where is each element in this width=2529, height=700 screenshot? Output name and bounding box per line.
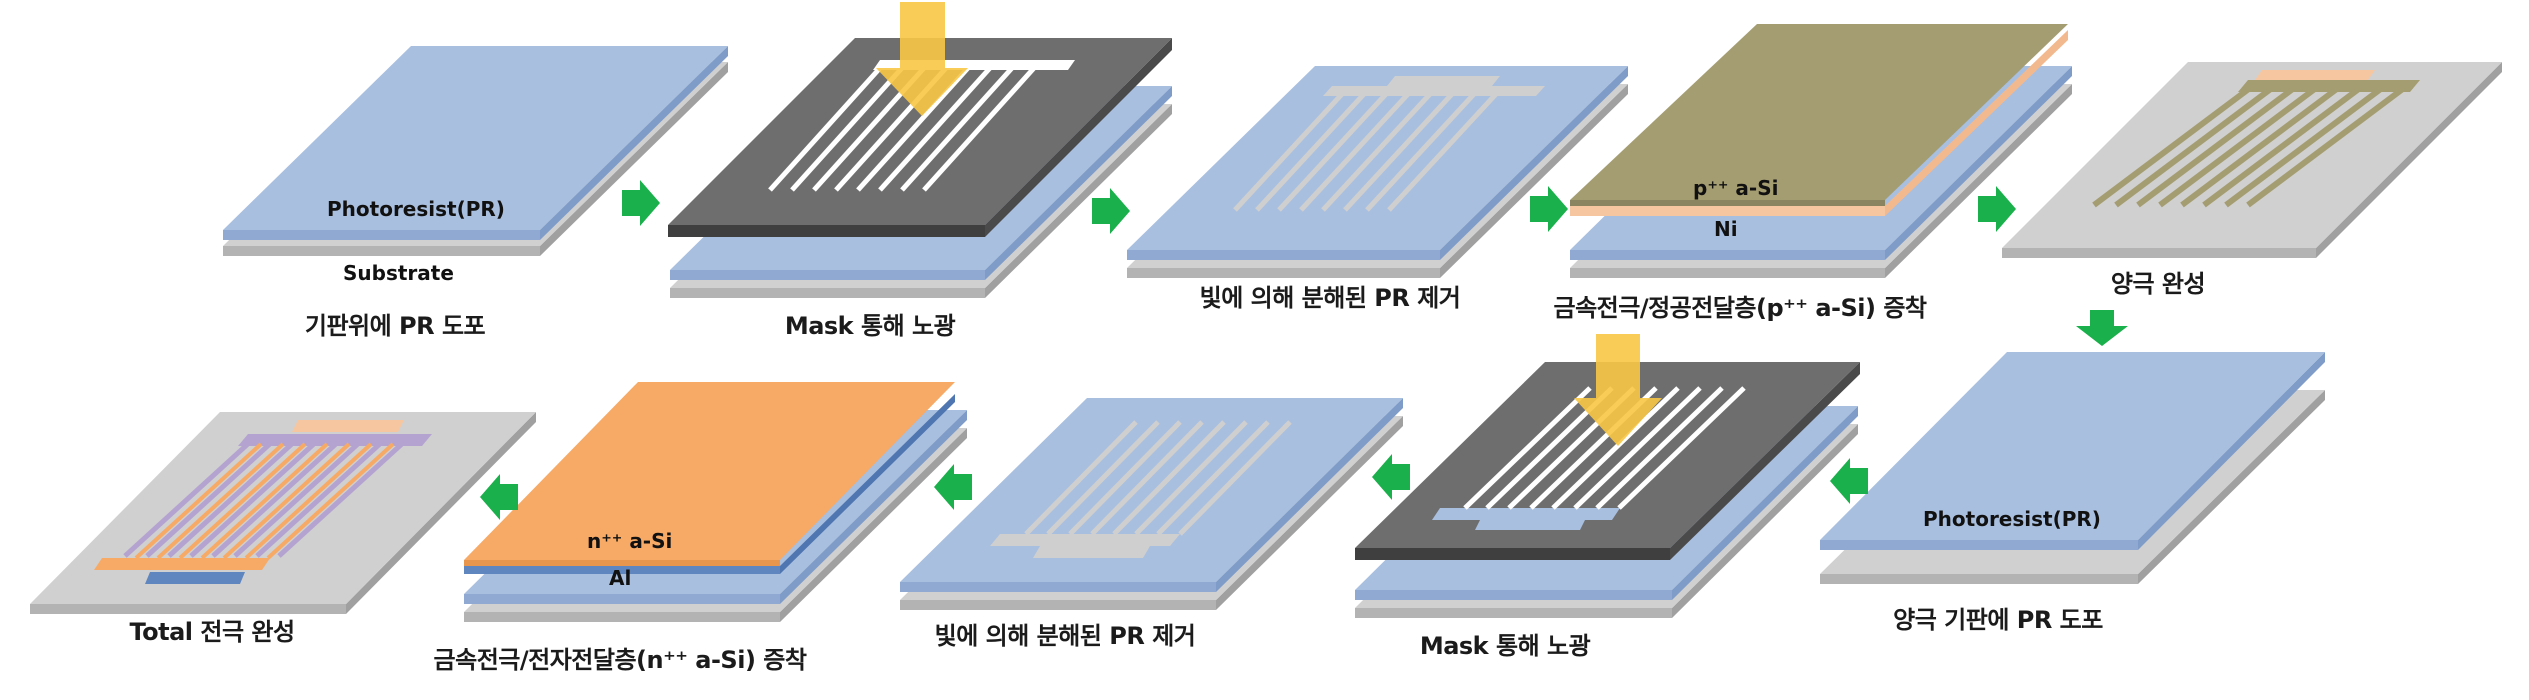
arrow-left-icon (1372, 454, 1410, 500)
step-1-pr-coating: Photoresist(PR) Substrate 기판위에 PR 도포 (223, 46, 728, 340)
photoresist-label: Photoresist(PR) (327, 197, 505, 221)
anode-electrode-pattern (2092, 70, 2420, 208)
photomask (1355, 362, 1860, 560)
step-2-caption: Mask 통해 노광 (785, 312, 956, 340)
step-3-caption: 빛에 의해 분해된 PR 제거 (1200, 284, 1461, 312)
al-label: Al (609, 566, 631, 590)
step-9-caption: 금속전극/전자전달층(n⁺⁺ a-Si) 증착 (434, 646, 807, 674)
step-10-total-electrode-complete: Total 전극 완성 (30, 412, 536, 646)
arrow-right-icon (622, 180, 660, 226)
ni-layer (1570, 30, 2068, 216)
substrate-label: Substrate (343, 261, 454, 285)
interdigitated-electrodes (94, 420, 432, 584)
step-9-metal-electron-layer-deposition: n⁺⁺ a-Si Al 금속전극/전자전달층(n⁺⁺ a-Si) 증착 (434, 382, 967, 674)
patterned-pr-openings (1233, 76, 1545, 212)
step-3-pr-removal: 빛에 의해 분해된 PR 제거 (1127, 66, 1628, 312)
arrow-down-icon (2076, 310, 2128, 346)
step-2-mask-exposure: Mask 통해 노광 (668, 2, 1172, 340)
arrow-right-icon (1978, 186, 2016, 232)
arrow-right-icon (1092, 188, 1130, 234)
arrow-left-icon (934, 464, 972, 510)
photoresist-label: Photoresist(PR) (1923, 507, 2101, 531)
al-layer (464, 394, 955, 574)
light-exposure-arrow-icon (1574, 334, 1662, 446)
step-7-caption: Mask 통해 노광 (1420, 632, 1591, 660)
arrow-right-icon (1530, 186, 1568, 232)
step-1-caption: 기판위에 PR 도포 (305, 312, 486, 340)
light-exposure-arrow-icon (876, 2, 968, 116)
step-8-caption: 빛에 의해 분해된 PR 제거 (935, 622, 1196, 650)
ni-label: Ni (1714, 217, 1738, 241)
n-si-label: n⁺⁺ a-Si (587, 529, 672, 553)
step-4-caption: 금속전극/정공전달층(p⁺⁺ a-Si) 증착 (1554, 294, 1927, 322)
n-si-layer (464, 382, 955, 566)
photomask (668, 38, 1172, 237)
p-si-label: p⁺⁺ a-Si (1693, 176, 1778, 200)
p-si-layer (1570, 24, 2068, 206)
step-8-pr-removal: 빛에 의해 분해된 PR 제거 (900, 398, 1403, 650)
photoresist-layer (223, 46, 728, 240)
step-5-caption: 양극 완성 (2111, 270, 2205, 298)
step-5-anode-complete: 양극 완성 (2002, 62, 2502, 298)
patterned-pr-openings (990, 420, 1292, 558)
step-4-metal-hole-layer-deposition: p⁺⁺ a-Si Ni 금속전극/정공전달층(p⁺⁺ a-Si) 증착 (1554, 24, 2072, 322)
arrow-left-icon (480, 474, 518, 520)
step-7-mask-exposure: Mask 통해 노광 (1355, 334, 1860, 660)
step-6-caption: 양극 기판에 PR 도포 (1893, 606, 2103, 634)
step-6-pr-coating-anode: Photoresist(PR) 양극 기판에 PR 도포 (1820, 352, 2325, 634)
arrow-left-icon (1830, 458, 1868, 504)
step-10-caption: Total 전극 완성 (129, 618, 294, 646)
